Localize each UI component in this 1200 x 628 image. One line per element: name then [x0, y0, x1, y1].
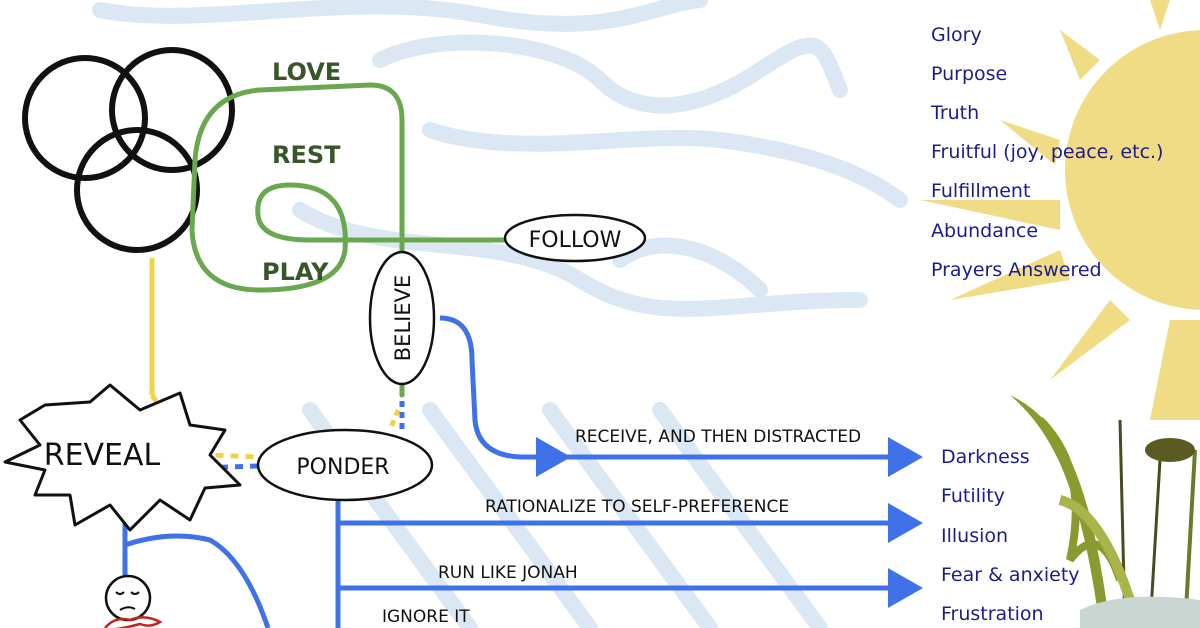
- consequences-list: Darkness Futility Illusion Fear & anxiet…: [941, 446, 1080, 625]
- path-label: RECEIVE, AND THEN DISTRACTED: [575, 427, 861, 447]
- list-item: Abundance: [931, 220, 1038, 242]
- path-label: IGNORE IT: [382, 607, 470, 627]
- list-item: Prayers Answered: [931, 259, 1102, 281]
- background-swirls: [92, 0, 908, 628]
- venn-circles: [22, 47, 235, 253]
- reveal-label: REVEAL: [44, 438, 161, 473]
- blessings-list: Glory Purpose Truth Fruitful (joy, peace…: [930, 24, 1163, 281]
- play-label: PLAY: [262, 258, 329, 286]
- follow-node: [503, 213, 647, 263]
- list-item: Fear & anxiety: [941, 564, 1080, 586]
- list-item: Frustration: [941, 603, 1044, 625]
- rest-label: REST: [272, 141, 341, 169]
- believe-label: BELIEVE: [391, 275, 415, 361]
- list-item: Fruitful (joy, peace, etc.): [931, 141, 1163, 163]
- list-item: Purpose: [931, 63, 1007, 85]
- list-item: Illusion: [941, 525, 1008, 547]
- list-item: Truth: [930, 102, 979, 124]
- list-item: Glory: [931, 24, 982, 46]
- ponder-label: PONDER: [296, 455, 389, 480]
- path-label: RATIONALIZE TO SELF-PREFERENCE: [485, 497, 789, 517]
- list-item: Fulfillment: [931, 180, 1030, 202]
- love-label: LOVE: [272, 58, 341, 86]
- plants-illustration: [1010, 395, 1200, 628]
- list-item: Futility: [941, 485, 1005, 507]
- sad-person-icon: [104, 574, 163, 628]
- blue-paths: [122, 315, 923, 628]
- list-item: Darkness: [941, 446, 1030, 468]
- green-path: [189, 82, 508, 398]
- sun-icon: [920, 0, 1200, 420]
- ponder-node: [256, 428, 434, 502]
- reveal-burst: [3, 383, 242, 532]
- follow-label: FOLLOW: [529, 228, 622, 253]
- path-label: RUN LIKE JONAH: [438, 563, 578, 583]
- believe-node: [368, 250, 436, 386]
